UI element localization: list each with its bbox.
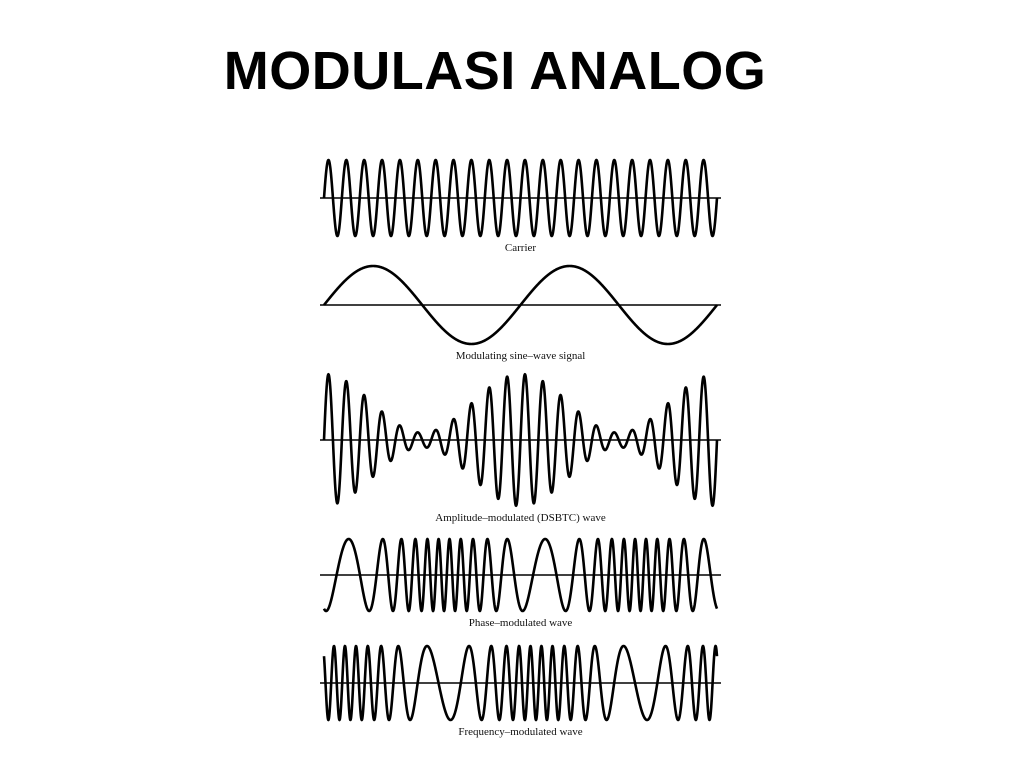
pm-wave-plot [320, 537, 721, 613]
pm-waveform [322, 537, 719, 613]
carrier-wave-panel: Carrier [318, 156, 723, 254]
modulating-waveform [322, 264, 719, 346]
fm-wave-panel: Frequency–modulated wave [318, 642, 723, 738]
carrier-waveform [322, 158, 719, 238]
carrier-wave-caption: Carrier [504, 242, 537, 254]
slide-title: MODULASI ANALOG [223, 41, 767, 101]
pm-wave-caption: Phase–modulated wave [468, 617, 573, 629]
am-wave-plot [320, 373, 721, 507]
am-wave-panel: Amplitude–modulated (DSBTC) wave [318, 370, 723, 524]
pm-wave-panel: Phase–modulated wave [318, 535, 723, 629]
carrier-wave-plot [320, 158, 721, 238]
fm-wave-plot [320, 644, 721, 722]
modulating-wave-plot [320, 264, 721, 346]
fm-wave-caption: Frequency–modulated wave [458, 726, 583, 738]
fm-waveform [322, 644, 719, 722]
modulating-wave-panel: Modulating sine–wave signal [318, 262, 723, 362]
am-wave-caption: Amplitude–modulated (DSBTC) wave [435, 512, 606, 524]
modulating-wave-caption: Modulating sine–wave signal [455, 350, 586, 362]
am-waveform [322, 373, 719, 507]
